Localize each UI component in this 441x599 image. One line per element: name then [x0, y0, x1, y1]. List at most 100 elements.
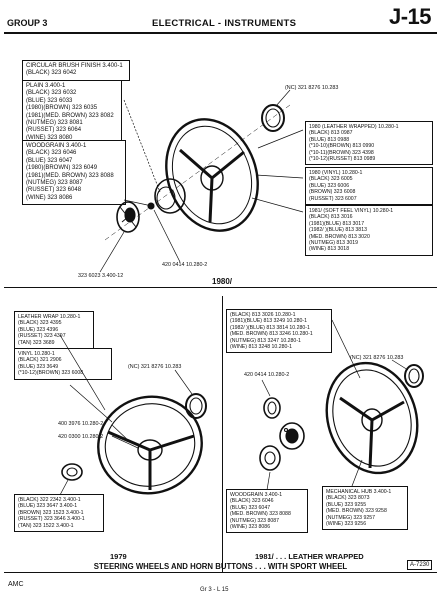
caption-1981-leather: 1981/ . . . LEATHER WRAPPED [255, 552, 364, 561]
box-woodgrain: WOODGRAIN 3.400-1(BLACK) 323 6046(BLUE) … [22, 140, 126, 206]
box-leather-wrapped-1980: 1980 (LEATHER WRAPPED) 10.280-1(BLACK) 8… [305, 121, 433, 166]
parts-line: (BLACK) 813 3016 [309, 214, 353, 221]
figure-code: A-7230 [407, 560, 433, 570]
parts-line: (WINE) 323 9256 [326, 521, 367, 528]
ref-horn-button-top: 323 6023 3.400-12 [78, 273, 124, 279]
box-horn-buttons-1979: (BLACK) 322 2342 3.400-1(BLUE) 323 3647 … [14, 494, 104, 533]
parts-line: (WINE) 813 3248 10.280-1 [230, 344, 292, 351]
parts-line: (BLUE) 323 6047 [230, 504, 271, 511]
box-vinyl-1979: VINYL 10.280-1(BLACK) 321 2906(BLUE) 323… [14, 348, 112, 380]
parts-line: (BLUE) 323 6033 [26, 97, 73, 104]
parts-line: (BLUE) 323 3649 [18, 363, 59, 370]
ref-400-3976: 400 3976 10.280-2 [58, 421, 104, 427]
vertical-divider [222, 296, 223, 573]
parts-line: (BLACK) 323 6005 [309, 176, 353, 183]
parts-line: (1980)(BROWN) 323 6049 [26, 165, 98, 172]
parts-line: (WINE) 323 8086 [230, 524, 271, 531]
parts-line: WOODGRAIN 3.400-1 [26, 143, 87, 149]
page-reference: Gr 3 - L 15 [200, 587, 229, 593]
parts-line: (BLACK) 321 2906 [18, 357, 62, 364]
parts-line: (BROWN) 323 1523 3.400-1 [18, 509, 84, 516]
ref-420-0300: 420 0300 10.280-2 [58, 434, 104, 440]
parts-line: (BLUE) 323 4396 [18, 326, 59, 333]
parts-line: 1980 (LEATHER WRAPPED) 10.280-1 [309, 124, 399, 130]
parts-line: (MED. BROWN) 813 3246 10.280-1 [230, 331, 313, 338]
parts-line: (1982/ )(BLUE) 813 3814 10.280-1 [230, 324, 310, 331]
parts-line: (MED. BROWN) 323 9258 [326, 508, 387, 515]
bottom-right-diagram [259, 319, 424, 491]
ref-nc-top: (NC) 321 8276 10.283 [285, 85, 339, 91]
box-soft-feel-vinyl: 1981/ (SOFT FEEL VINYL) 10.280-1(BLACK) … [305, 205, 433, 256]
parts-line: (BLACK) 813 3026 10.280-1 [230, 312, 296, 318]
box-vinyl-1980: 1980 (VINYL) 10.280-1(BLACK) 323 6005(BL… [305, 167, 433, 206]
bottom-left-diagram [59, 334, 207, 496]
parts-line: (BLUE) 323 9255 [326, 501, 367, 508]
box-plain: PLAIN 3.400-1(BLACK) 323 6032(BLUE) 323 … [22, 80, 122, 146]
steering-wheel-1979 [97, 395, 203, 495]
parts-line: MECHANICAL HUB 3.400-1 [326, 489, 392, 495]
parts-line: (BROWN) 323 6008 [309, 189, 356, 196]
parts-line: (WINE) 323 8080 [26, 134, 73, 141]
ref-nc-1979: (NC) 321 8276 10.283 [128, 364, 182, 370]
parts-line: 1980 (VINYL) 10.280-1 [309, 170, 363, 176]
parts-line: LEATHER WRAP 10.280-1 [18, 314, 81, 320]
parts-line: (NUTMEG) 323 8087 [26, 180, 83, 187]
group-label: GROUP 3 [7, 18, 48, 28]
parts-line: (1982/ )(BLUE) 813 3813 [309, 227, 367, 234]
parts-line: (*10-12)(RUSSET) 813 0989 [309, 156, 376, 163]
steering-wheel-top [165, 118, 259, 232]
parts-line: 1981/ (SOFT FEEL VINYL) 10.280-1 [309, 208, 394, 214]
parts-line: CIRCULAR BRUSH FINISH 3.400-1 [26, 63, 123, 69]
parts-line: (RUSSET) 323 6048 [26, 187, 82, 194]
parts-line: (WINE) 323 8086 [26, 194, 73, 201]
ref-horn-contact-top: 420 0414 10.280-2 [162, 262, 208, 268]
parts-line: (BLUE) 323 6006 [309, 182, 350, 189]
page-title: ELECTRICAL - INSTRUMENTS [152, 18, 297, 29]
parts-line: (1981)(MED. BROWN) 323 8088 [26, 172, 114, 179]
parts-line: (NUTMEG) 323 8087 [230, 517, 280, 524]
year-1979: 1979 [110, 552, 127, 561]
top-exploded-diagram [99, 89, 304, 273]
steering-wheel-1981 [325, 361, 419, 475]
parts-line: (RUSSET) 323 4397 [18, 333, 66, 340]
parts-line: (BLACK) 323 8073 [326, 495, 370, 502]
parts-line: (BLACK) 323 6046 [230, 498, 274, 505]
parts-line: (MED. BROWN) 813 3020 [309, 233, 370, 240]
parts-line: (RUSSET) 323 6007 [309, 195, 357, 202]
parts-line: (BLACK) 322 2342 3.400-1 [18, 497, 81, 503]
parts-line: PLAIN 3.400-1 [26, 83, 66, 89]
parts-line: (NUTMEG) 323 8081 [26, 120, 83, 127]
box-leather-wrap-1979: LEATHER WRAP 10.280-1(BLACK) 323 4395(BL… [14, 311, 94, 350]
parts-line: (*10-11)(BROWN) 323 4398 [309, 149, 374, 156]
parts-line: (TAN) 323 1522 3.400-1 [18, 522, 74, 529]
parts-line: (BLUE) 323 6047 [26, 157, 73, 164]
section-divider [4, 287, 437, 288]
parts-line: (*10-12)(BROWN) 323 6008 [18, 370, 84, 377]
divider-year-label: 1980/ [210, 277, 235, 286]
parts-line: (BLACK) 813 0987 [309, 130, 353, 137]
parts-line: (1981)(BLUE) 813 3017 [309, 220, 365, 227]
parts-line: VINYL 10.280-1 [18, 351, 55, 357]
parts-line: (NUTMEG) 813 3019 [309, 240, 359, 247]
parts-line: (BLUE) 323 3647 3.400-1 [18, 503, 78, 510]
ref-420-0414: 420 0414 10.280-2 [244, 372, 290, 378]
parts-line: (RUSSET) 323 3646 3.400-1 [18, 516, 85, 523]
parts-line: (MED. BROWN) 323 8088 [230, 511, 291, 518]
parts-line: (BLACK) 323 6032 [26, 90, 77, 97]
parts-line: (RUSSET) 323 6064 [26, 127, 82, 134]
figure-caption: STEERING WHEELS AND HORN BUTTONS . . . W… [93, 562, 348, 571]
parts-line: WOODGRAIN 3.400-1 [230, 492, 283, 498]
parts-line: (BLUE) 813 0988 [309, 136, 350, 143]
parts-line: (TAN) 323 3689 [18, 339, 55, 346]
parts-line: (BLACK) 323 6042 [26, 70, 77, 77]
parts-line: (1981)(BLUE) 813 3249 10.280-1 [230, 318, 307, 325]
header-rule [4, 32, 437, 34]
parts-line: (BLACK) 323 4395 [18, 320, 62, 327]
parts-line: (1981)(MED. BROWN) 323 8082 [26, 112, 114, 119]
page-code: J-15 [388, 4, 432, 29]
footer-rule [4, 572, 437, 573]
box-leather-wrapped-1981: (BLACK) 813 3026 10.280-1(1981)(BLUE) 81… [226, 309, 332, 354]
parts-line: (1980)(BROWN) 323 6035 [26, 105, 98, 112]
parts-line: (NUTMEG) 323 9257 [326, 514, 376, 521]
parts-line: (WINE) 813 3018 [309, 246, 350, 253]
